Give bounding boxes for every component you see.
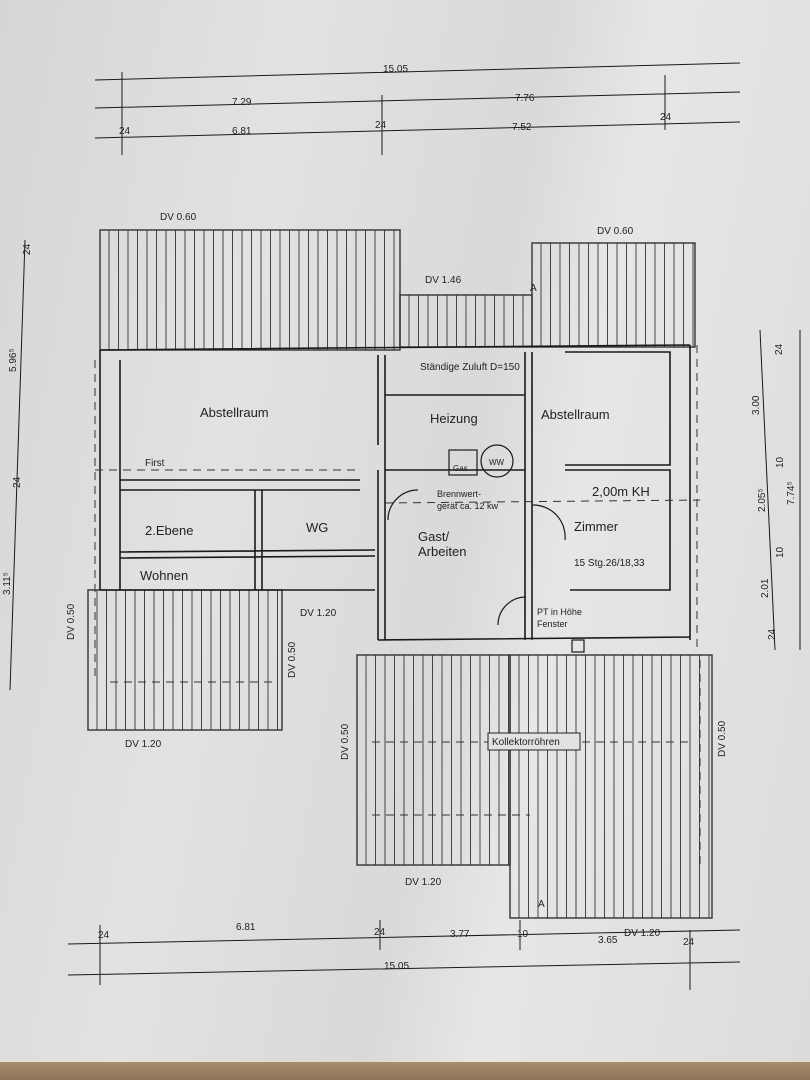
room-label: Wohnen [140,568,188,583]
dim-bottom-wall-b: 24 [374,927,386,938]
dim-right-wall-c: 10 [775,546,786,558]
room-label: Abstellraum [541,407,610,422]
roof-area [509,654,713,919]
annotation: gerät ca. 12 kw [437,501,499,511]
kollektor-box [487,732,581,751]
table-surface [0,1062,810,1080]
room-label: Gast/ [418,529,449,544]
annotation: PT in Höhe [537,607,582,617]
dim-right-seg-3: 2.01 [760,578,771,598]
roof-label: DV 1.20 [624,928,661,939]
section-marker: A [530,283,537,294]
roof-label: DV 1.20 [125,739,162,750]
dim-right-wall-d: 24 [767,628,778,640]
room-label: Arbeiten [418,544,466,559]
room-label: 2.Ebene [145,523,193,538]
section-marker: A [538,899,545,910]
dim-top-left-inner: 6.81 [232,126,252,137]
dim-right-total: 7.74⁵ [786,481,797,505]
dim-top-wall-b: 24 [375,120,387,131]
dim-left-wall-b: 24 [12,476,23,488]
dim-bottom-total: 15.05 [384,961,409,972]
dim-top-wall-a: 24 [119,126,131,137]
annotation: 15 Stg.26/18,33 [574,558,645,569]
room-label: Heizung [430,411,478,426]
roof-label: DV 1.20 [300,608,337,619]
dim-bottom-wall-a: 24 [98,930,110,941]
dim-left-seg-2: 3.11⁵ [2,572,13,595]
dim-left-seg-1: 5.96⁵ [8,348,19,372]
room-label: WG [306,520,328,535]
dim-top-right-outer: 7.76 [515,93,535,104]
dim-left-wall-a: 24 [22,243,33,255]
dim-bottom-seg-2: 3.77 [450,929,470,940]
roof-label: DV 0.50 [66,603,77,640]
roof-label: DV 1.20 [405,877,442,888]
dim-right-seg-2: 2.05⁵ [757,488,768,512]
roof-area [531,242,696,348]
dim-bottom-wall-d: 24 [683,937,695,948]
room-label: Abstellraum [200,405,269,420]
room-label: First [145,458,165,469]
dim-bottom-wall-c: 10 [517,929,529,940]
roof-label: DV 0.60 [160,212,197,223]
fixtures [387,444,585,653]
room-label: 2,00m KH [592,484,650,499]
dashed-lines [94,345,701,870]
annotation: WW [489,458,505,467]
annotation: Brennwert- [437,489,481,499]
dim-top-wall-c: 24 [660,112,672,123]
dim-bottom-seg-3: 3.65 [598,935,618,946]
annotation: Fenster [537,619,568,629]
walls [99,344,691,641]
roof-label: DV 0.50 [287,641,298,678]
annotation: Ständige Zuluft D=150 [420,362,520,373]
dim-top-right-inner: 7.52 [512,122,532,133]
roof-label: DV 0.50 [340,723,351,760]
dimension-lines [9,62,801,990]
roof-hatching [87,229,713,919]
roof-area [99,229,401,351]
dim-right-wall-b: 10 [775,456,786,468]
roof-label: DV 1.46 [425,275,462,286]
annotation: Kollektorröhren [492,737,560,748]
dim-top-total: 15.05 [383,64,408,75]
dim-bottom-seg-1: 6.81 [236,922,256,933]
roof-area [87,589,283,731]
dim-right-wall-a: 24 [774,343,785,355]
roof-label: DV 0.60 [597,226,634,237]
roof-area [356,654,511,866]
dim-right-seg-1: 3.00 [751,395,762,415]
annotation: Gas [453,464,468,473]
dim-top-left-outer: 7.29 [232,97,252,108]
roof-label: DV 0.50 [717,720,728,757]
room-label: Zimmer [574,519,619,534]
